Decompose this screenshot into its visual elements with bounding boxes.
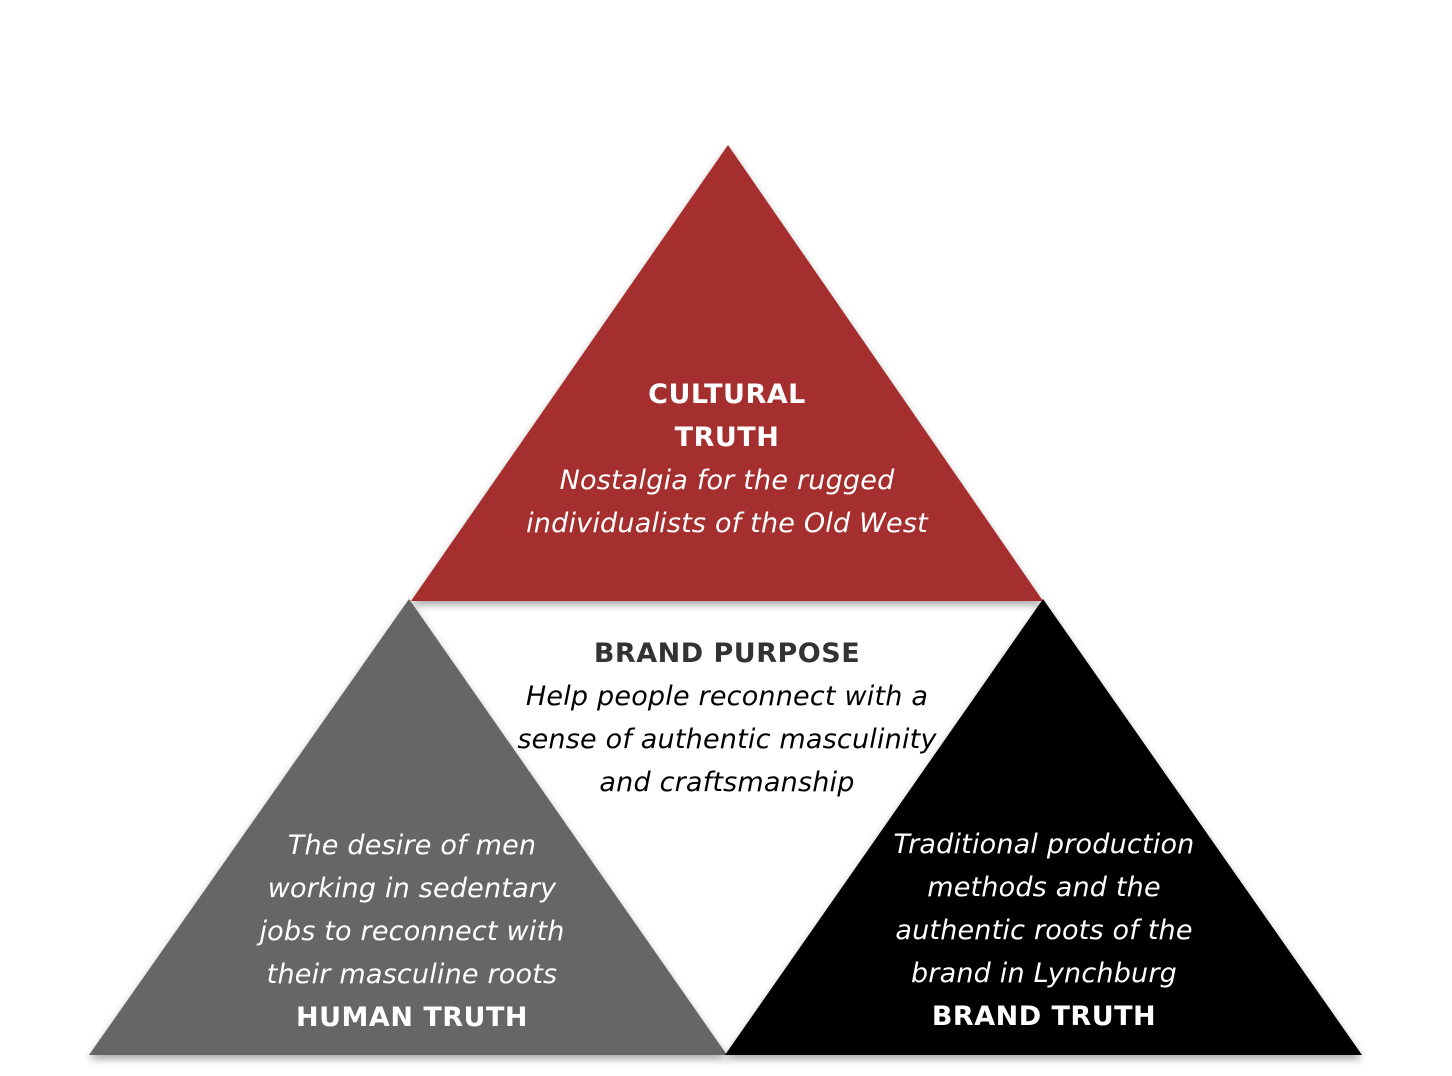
human-truth-description-line-3: jobs to reconnect with (259, 916, 565, 947)
cultural-truth-description-line-2: individualists of the Old West (526, 508, 928, 539)
brand-purpose-heading: BRAND PURPOSE (593, 638, 861, 669)
brand-truth-description-line-4: brand in Lynchburg (910, 958, 1178, 989)
human-truth-description-line-2: working in sedentary (267, 873, 557, 904)
brand-purpose-description-line-1: Help people reconnect with a (525, 681, 929, 712)
cultural-truth-triangle (411, 145, 1043, 601)
cultural-truth-description-line-1: Nostalgia for the rugged (559, 465, 895, 496)
human-truth-block: The desire of men working in sedentary j… (212, 824, 612, 1039)
brand-truth-heading: BRAND TRUTH (931, 1001, 1157, 1032)
human-truth-description-line-4: their masculine roots (266, 959, 558, 990)
human-truth-triangle (89, 599, 727, 1055)
brand-purpose-description-line-3: and craftsmanship (599, 767, 855, 798)
cultural-truth-heading-line-2: TRUTH (674, 422, 780, 453)
brand-purpose-block: BRAND PURPOSE Help people reconnect with… (477, 632, 977, 804)
brand-truth-description-line-3: authentic roots of the (895, 915, 1193, 946)
brand-truth-description-line-1: Traditional production (893, 829, 1195, 860)
human-truth-description-line-1: The desire of men (287, 830, 537, 861)
brand-truth-triangle (725, 599, 1362, 1055)
human-truth-heading: HUMAN TRUTH (296, 1002, 528, 1033)
brand-truth-description-line-2: methods and the (927, 872, 1161, 903)
brand-truth-block: Traditional production methods and the a… (844, 823, 1244, 1038)
brand-purpose-description-line-2: sense of authentic masculinity (517, 724, 937, 755)
cultural-truth-block: CULTURAL TRUTH Nostalgia for the rugged … (477, 373, 977, 545)
cultural-truth-heading-line-1: CULTURAL (648, 379, 806, 410)
